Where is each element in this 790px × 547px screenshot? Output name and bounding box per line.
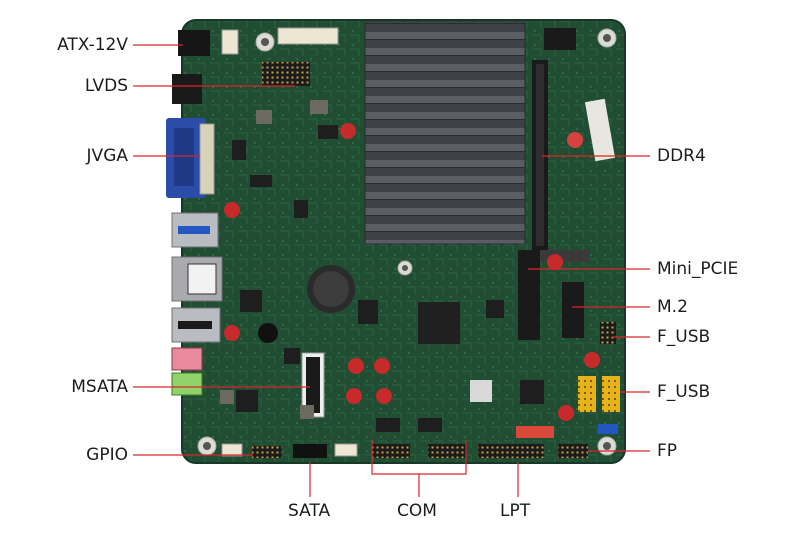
m2-slot: [562, 282, 584, 338]
f-usb-header-1: [600, 322, 616, 344]
mini-pcie-slot: [518, 250, 540, 340]
atx12v-connector: [178, 30, 210, 56]
label-sata: SATA: [288, 501, 331, 521]
label-m2: M.2: [657, 297, 688, 317]
label-gpio: GPIO: [86, 445, 128, 465]
label-msata: MSATA: [71, 377, 128, 397]
heatsink: [364, 21, 526, 245]
lpt-header: [478, 444, 544, 458]
mounting-holes: [197, 28, 617, 456]
lvds-header: [262, 62, 310, 86]
label-mini-pcie: Mini_PCIE: [657, 259, 739, 279]
com-header-1: [372, 444, 410, 458]
label-fp: FP: [657, 441, 678, 461]
fp-header: [558, 444, 588, 458]
gpio-header: [252, 446, 282, 458]
f-usb-header-2: [578, 376, 596, 412]
label-lvds: LVDS: [84, 76, 128, 96]
label-atx12v: ATX-12V: [57, 35, 128, 55]
label-jvga: JVGA: [86, 146, 128, 166]
leader-lines: [133, 44, 650, 497]
label-lpt: LPT: [500, 501, 531, 521]
label-f-usb-2: F_USB: [657, 382, 711, 402]
label-f-usb-1: F_USB: [657, 327, 711, 347]
sata-connector: [293, 444, 327, 458]
label-ddr4: DDR4: [657, 146, 706, 166]
label-com: COM: [397, 501, 437, 521]
com-header-2: [428, 444, 466, 458]
